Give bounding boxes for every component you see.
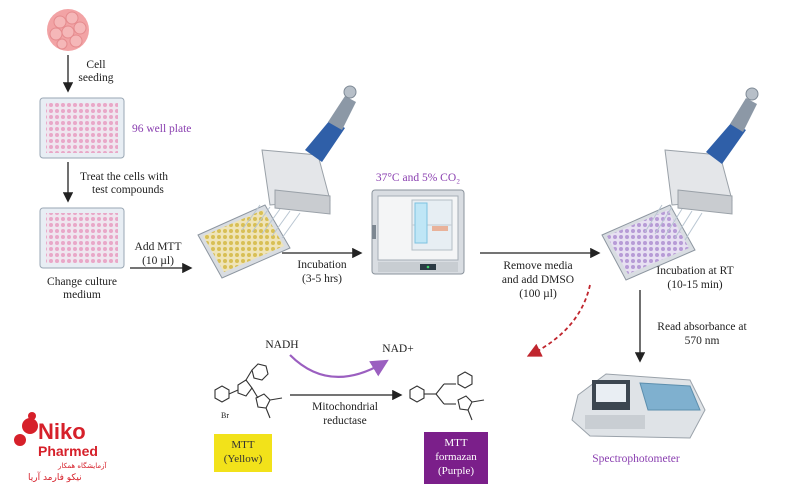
mtt-box-line-2: (Yellow) xyxy=(223,453,263,465)
label-add-mtt-2: (10 µl) xyxy=(142,255,174,267)
label-reductase-2: reductase xyxy=(323,415,366,427)
mtt-yellow-box: MTT (Yellow) xyxy=(214,434,272,472)
logo-name-1: Niko xyxy=(38,419,86,444)
label-nad: NAD+ xyxy=(382,343,413,355)
label-incubation-2: (3-5 hrs) xyxy=(302,273,342,285)
purple-plate-pipette xyxy=(601,87,759,281)
label-nadh: NADH xyxy=(265,339,298,351)
logo-tagline-2: نیکو فارمد آریا xyxy=(28,473,82,483)
niko-pharmed-logo: Niko Pharmed آزمایشگاه همکار نیکو فارمد … xyxy=(8,410,113,490)
yellow-plate-pipette xyxy=(197,85,357,279)
label-incubation-rt-2: (10-15 min) xyxy=(667,279,722,291)
label-incubation-1: Incubation xyxy=(297,259,346,271)
label-read-abs-2: 570 nm xyxy=(685,335,720,347)
spectrophotometer-icon xyxy=(571,373,706,439)
label-treat-1: Treat the cells with xyxy=(80,171,168,183)
label-treat-2: test compounds xyxy=(92,184,164,196)
arrow-nadh-nad xyxy=(289,354,389,379)
arrow-dashed-red xyxy=(526,284,591,357)
label-remove-media-1: Remove media xyxy=(503,260,572,272)
label-remove-media-2: and add DMSO xyxy=(502,274,574,286)
formazan-box-line-1: MTT xyxy=(444,437,468,449)
label-cell-seeding-2: seeding xyxy=(78,72,113,84)
label-br: Br xyxy=(221,411,229,420)
label-reductase-1: Mitochondrial xyxy=(312,401,378,413)
incubator-icon xyxy=(371,189,465,275)
label-spectrophotometer: Spectrophotometer xyxy=(592,453,680,465)
formazan-purple-box: MTT formazan (Purple) xyxy=(424,432,488,484)
formazan-structure xyxy=(409,371,485,421)
label-96-well-plate: 96 well plate xyxy=(132,123,191,135)
formazan-box-line-3: (Purple) xyxy=(437,465,475,477)
mtt-box-line-1: MTT xyxy=(231,439,255,451)
label-read-abs-1: Read absorbance at xyxy=(657,321,747,333)
well-plate-bottom xyxy=(39,207,125,269)
well-plate-top xyxy=(39,97,125,159)
label-add-mtt-1: Add MTT xyxy=(135,241,182,253)
label-remove-media-3: (100 µl) xyxy=(519,288,557,300)
formazan-box-line-2: formazan xyxy=(435,451,477,463)
logo-dots-icon xyxy=(14,412,38,446)
label-incubation-rt-1: Incubation at RT xyxy=(656,265,733,277)
label-change-medium-1: Change culture xyxy=(47,276,117,288)
label-incubator-conditions: 37°C and 5% CO₂ xyxy=(376,172,460,184)
logo-tagline-1: آزمایشگاه همکار xyxy=(58,462,107,470)
mtt-structure xyxy=(214,363,283,419)
label-cell-seeding-1: Cell xyxy=(86,59,105,71)
logo-name-2: Pharmed xyxy=(38,443,98,459)
label-change-medium-2: medium xyxy=(63,289,101,301)
cell-cluster-icon xyxy=(47,9,89,51)
